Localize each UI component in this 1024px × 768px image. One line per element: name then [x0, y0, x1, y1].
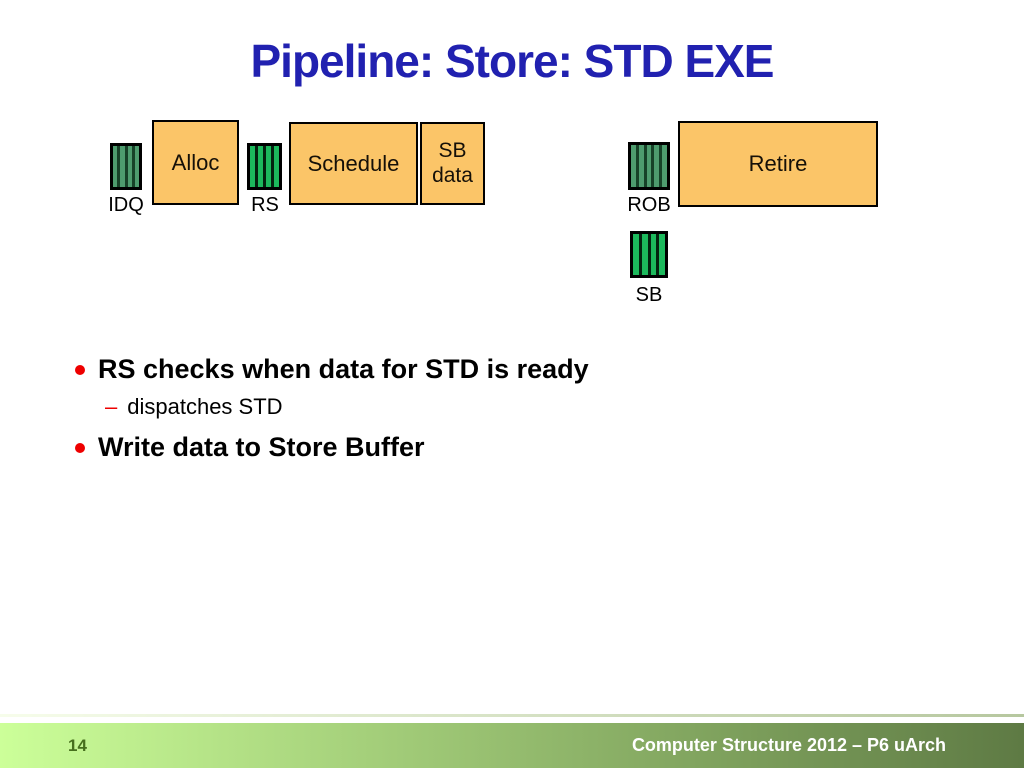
rob-queue-box	[628, 142, 670, 190]
footer-bar	[0, 723, 1024, 768]
slide-title: Pipeline: Store: STD EXE	[250, 35, 775, 87]
queue-stripe	[250, 146, 255, 187]
footer-course-title: Computer Structure 2012 – P6 uArch	[631, 735, 947, 755]
queue-stripe	[274, 146, 279, 187]
bullet-item: Write data to Store Buffer	[70, 430, 425, 464]
queue-stripe	[134, 146, 139, 187]
bullet-subitem: – dispatches STD	[105, 393, 283, 421]
rob-label: ROB	[627, 194, 671, 216]
queue-stripe	[266, 146, 271, 187]
alloc-stage-label: Alloc	[171, 149, 220, 175]
queue-stripe	[654, 145, 660, 187]
bullet-text: Write data to Store Buffer	[98, 432, 425, 462]
queue-stripe	[646, 145, 652, 187]
page-number: 14	[68, 735, 87, 755]
dash-icon: –	[105, 394, 118, 419]
queue-stripe	[638, 145, 644, 187]
bullet-text: RS checks when data for STD is ready	[98, 354, 589, 384]
idq-label: IDQ	[108, 194, 144, 216]
retire-stage-label: Retire	[748, 151, 808, 177]
rs-label: RS	[251, 194, 279, 216]
bullet-icon	[75, 365, 85, 375]
schedule-stage-label: Schedule	[307, 150, 400, 176]
schedule-stage-box: Schedule	[289, 122, 418, 205]
footer-accent-line	[0, 714, 1024, 717]
queue-stripe	[113, 146, 118, 187]
sb-data-stage-label: SB data	[432, 139, 473, 187]
queue-stripe	[127, 146, 132, 187]
rs-queue-box	[247, 143, 282, 190]
queue-stripe	[662, 145, 667, 187]
queue-stripe	[120, 146, 125, 187]
idq-queue-box	[110, 143, 142, 190]
sb-data-stage-box: SB data	[420, 122, 485, 205]
queue-stripe	[633, 234, 639, 275]
queue-stripe	[641, 234, 648, 275]
queue-stripe	[659, 234, 665, 275]
queue-stripe	[650, 234, 657, 275]
alloc-stage-box: Alloc	[152, 120, 239, 205]
bullet-icon	[75, 443, 85, 453]
sb-queue-box	[630, 231, 668, 278]
queue-stripe	[631, 145, 636, 187]
bullet-item: RS checks when data for STD is ready	[70, 352, 589, 386]
queue-stripe	[258, 146, 263, 187]
retire-stage-box: Retire	[678, 121, 878, 207]
bullet-text: dispatches STD	[127, 394, 283, 419]
sb-label: SB	[635, 284, 663, 306]
